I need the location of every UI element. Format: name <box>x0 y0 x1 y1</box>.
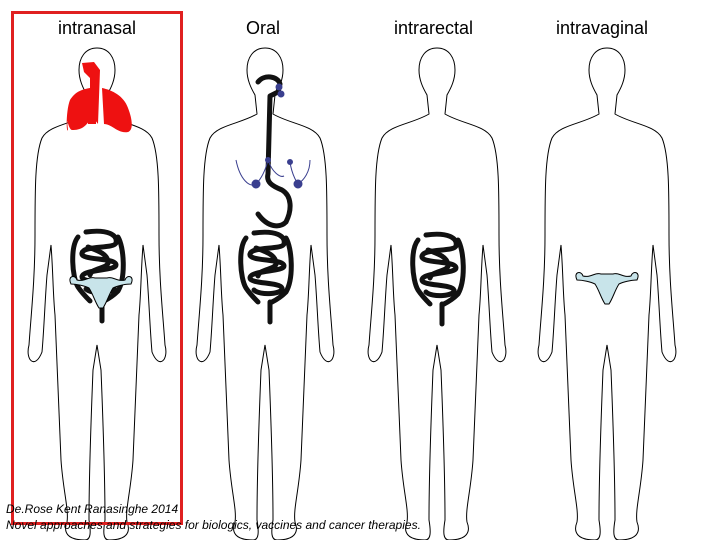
esophagus-stomach-icon <box>255 74 293 229</box>
citation-line-2: Novel approaches and strategies for biol… <box>6 518 421 532</box>
figure-intravaginal <box>537 47 677 540</box>
lymph-nodes-icon <box>235 83 311 189</box>
intranasal-highlight-box <box>11 11 183 525</box>
lungs-icon <box>66 62 132 133</box>
figure-intranasal <box>27 47 167 540</box>
label-oral: Oral <box>246 18 281 38</box>
label-intravaginal: intravaginal <box>556 18 649 38</box>
label-intrarectal: intrarectal <box>394 18 474 38</box>
figure-oral <box>195 47 335 540</box>
figure-intrarectal <box>367 47 507 540</box>
label-intranasal: intranasal <box>58 18 137 38</box>
citation: De.Rose Kent Ranasinghe 2014 Novel appro… <box>6 501 421 533</box>
citation-line-1: De.Rose Kent Ranasinghe 2014 <box>6 502 179 516</box>
